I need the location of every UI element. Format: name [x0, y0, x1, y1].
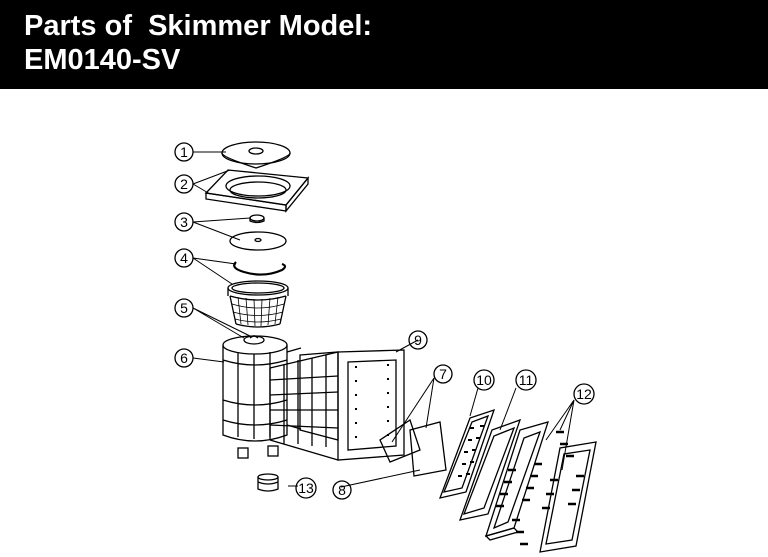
- callout-6: 6: [180, 350, 188, 366]
- callout-8: 8: [338, 482, 346, 498]
- callout-13: 13: [298, 480, 314, 496]
- callout-11: 11: [519, 372, 534, 388]
- title-line-2: EM0140-SV: [24, 44, 181, 76]
- part-deck-collar: [204, 169, 310, 213]
- callout-12: 12: [576, 386, 592, 402]
- callout-4: 4: [180, 250, 188, 266]
- part-lid: [221, 141, 291, 169]
- callout-5: 5: [180, 300, 188, 316]
- leader-lines: [192, 151, 575, 488]
- part-gasket-2: [458, 418, 522, 521]
- callout-3: 3: [180, 214, 188, 230]
- callout-10: 10: [476, 372, 492, 388]
- callout-1: 1: [180, 144, 188, 160]
- part-weir-flap: [379, 418, 447, 477]
- callout-circles: [174, 142, 595, 500]
- part-face-plate: [484, 421, 574, 546]
- callout-2: 2: [180, 176, 188, 192]
- part-basket: [227, 261, 289, 328]
- part-face-cover: [539, 441, 597, 553]
- part-gasket-1: [438, 408, 496, 499]
- part-adjust-nut-and-disc: [229, 214, 287, 251]
- callout-9: 9: [414, 332, 422, 348]
- title-line-1: Parts of Skimmer Model:: [24, 10, 373, 42]
- part-skimmer-body: [222, 335, 302, 459]
- callout-7: 7: [439, 366, 447, 382]
- part-flap-valve: [243, 335, 265, 345]
- title-banner: Parts of Skimmer Model: EM0140-SV: [0, 0, 768, 89]
- part-throat-extension: [269, 349, 405, 461]
- part-plug: [257, 473, 279, 492]
